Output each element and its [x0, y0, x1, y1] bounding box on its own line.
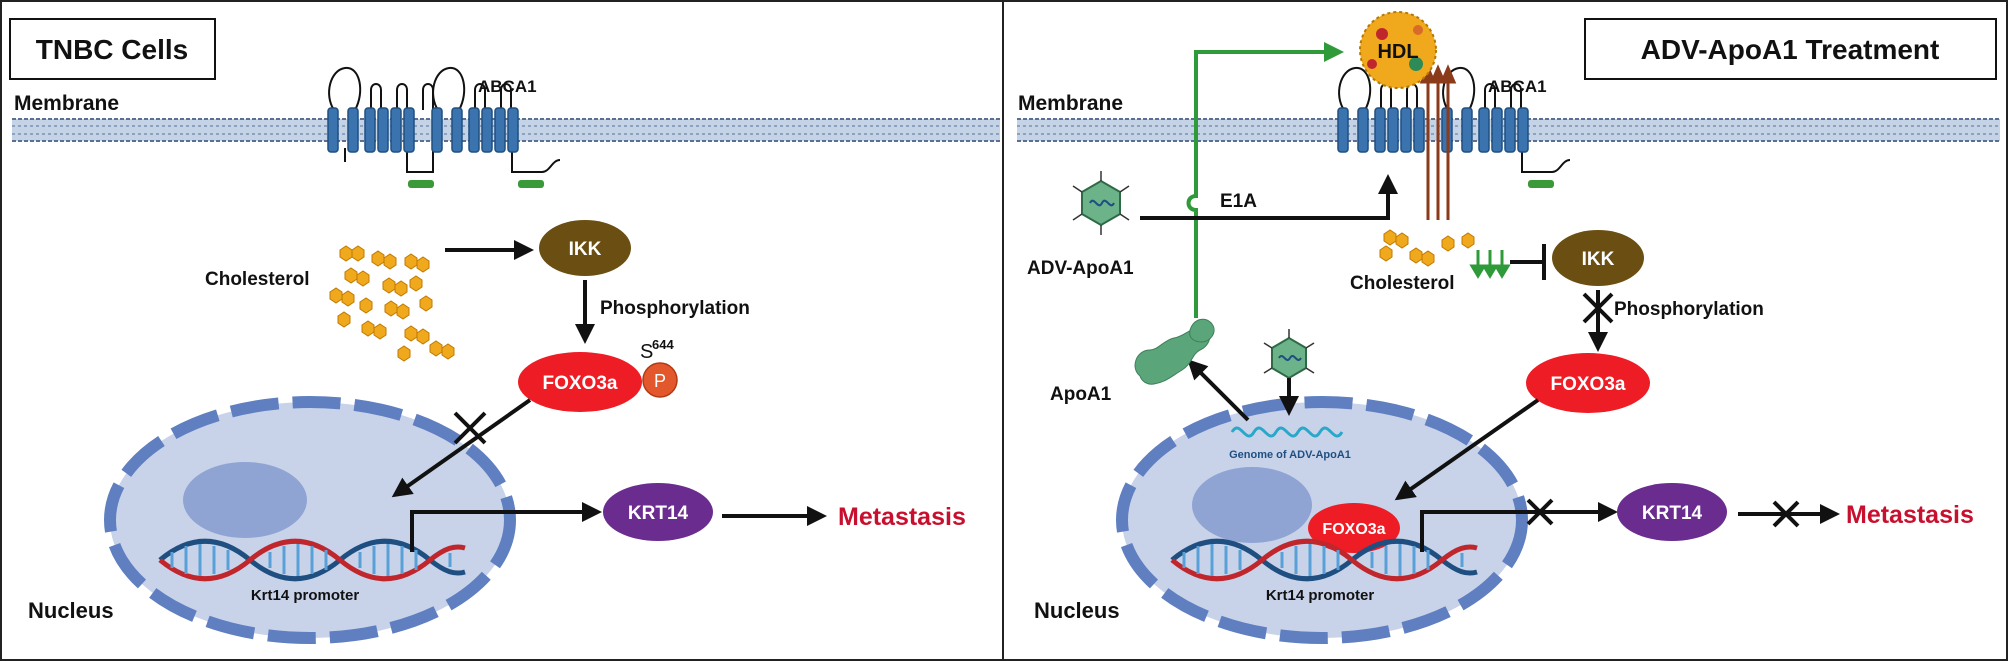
- right-abca1-transporter: [1338, 66, 1571, 173]
- left-abca1-nbd2: [518, 180, 544, 188]
- left-abca1-nbd1: [408, 180, 434, 188]
- right-block-x-1: [1582, 292, 1614, 324]
- right-membrane-label: Membrane: [1018, 92, 1123, 115]
- right-nuclear-envelope: [1116, 396, 1528, 644]
- left-abca1-transporter: [328, 66, 561, 173]
- right-panel: ADV-ApoA1 Treatment Membrane: [1017, 11, 2000, 644]
- right-foxo3a-label: FOXO3a: [1551, 374, 1626, 395]
- left-nucleus-label: Nucleus: [28, 598, 114, 623]
- left-foxo3a-label: FOXO3a: [543, 373, 618, 394]
- left-abca1-helices: [327, 107, 519, 153]
- right-ikk-label: IKK: [1582, 249, 1615, 270]
- right-cholesterol-cluster: [1379, 229, 1475, 267]
- left-krt14-label: KRT14: [628, 503, 689, 524]
- right-abca1-nbd: [1528, 180, 1554, 188]
- right-apoa1-hdl-arrow: [1186, 42, 1344, 318]
- left-block-x-1: [453, 411, 487, 445]
- left-dna-helix: [158, 538, 466, 582]
- right-metastasis-label: Metastasis: [1846, 501, 1974, 529]
- left-metastasis-label: Metastasis: [838, 503, 966, 531]
- right-genome-apoa1-arrow: [1187, 359, 1250, 422]
- left-panel: TNBC Cells Membrane: [9, 18, 1000, 644]
- right-panel-title: ADV-ApoA1 Treatment: [1641, 34, 1940, 65]
- right-foxo3a-node: [1526, 353, 1650, 413]
- right-abca1-label: ABCA1: [1488, 77, 1547, 96]
- left-s644-number: 644: [652, 337, 674, 352]
- left-nucleolus: [183, 462, 307, 538]
- right-ikk-node: [1552, 230, 1644, 286]
- left-ikk-node: [539, 220, 631, 276]
- right-nuclear-foxo3a-label: FOXO3a: [1322, 521, 1385, 538]
- right-block-x-2: [1526, 498, 1554, 526]
- right-foxo3a-nucleus-arrow: [1394, 398, 1540, 501]
- left-abca1-label: ABCA1: [478, 77, 537, 96]
- left-cholesterol-label: Cholesterol: [205, 269, 310, 290]
- right-phosphorylation-label: Phosphorylation: [1614, 299, 1764, 320]
- left-phospho-circle: [642, 362, 678, 398]
- right-viral-genome-coil: [1230, 426, 1344, 438]
- left-foxo3a-nucleus-arrow: [391, 398, 532, 498]
- left-ikk-label: IKK: [569, 239, 602, 260]
- right-hdl-particle: [1359, 11, 1437, 89]
- right-adv-label: ADV-ApoA1: [1027, 258, 1134, 279]
- right-e1a-arrow: [1140, 174, 1398, 220]
- right-abca1-helices: [1337, 107, 1529, 153]
- right-krt14-node: [1617, 483, 1727, 541]
- right-title-box: [1584, 18, 1997, 80]
- right-adv-virus-2: [1263, 329, 1315, 380]
- left-promoter-krt14-arrow: [410, 502, 602, 552]
- left-cholesterol-cluster: [329, 245, 455, 362]
- left-title-box: [9, 18, 216, 80]
- right-genome-label: Genome of ADV-ApoA1: [1229, 449, 1351, 461]
- left-promoter-label: Krt14 promoter: [251, 587, 360, 604]
- left-nuclear-envelope: [104, 396, 516, 644]
- right-block-x-3: [1772, 500, 1800, 528]
- right-nuclear-foxo3a-node: [1308, 503, 1400, 553]
- left-phosphorylation-label: Phosphorylation: [600, 298, 750, 319]
- right-krt14-label: KRT14: [1642, 503, 1703, 524]
- left-krt14-node: [603, 483, 713, 541]
- right-nucleolus: [1192, 467, 1312, 543]
- right-promoter-krt14-arrow: [1420, 502, 1618, 552]
- right-promoter-label: Krt14 promoter: [1266, 587, 1375, 604]
- right-adv-virus: [1072, 171, 1130, 235]
- right-e1a-label: E1A: [1220, 191, 1257, 212]
- right-apoa1-label: ApoA1: [1050, 384, 1112, 405]
- right-cholesterol-label: Cholesterol: [1350, 273, 1455, 294]
- left-panel-title: TNBC Cells: [36, 34, 188, 65]
- right-hdl-label: HDL: [1377, 41, 1418, 63]
- left-s644-letter: S: [640, 341, 653, 363]
- left-membrane: [12, 118, 1000, 142]
- right-efflux-arrows: [1419, 64, 1457, 220]
- right-dna-helix: [1170, 538, 1478, 582]
- right-ikk-inhibition: [1510, 244, 1546, 280]
- right-apoa1-protein: [1134, 318, 1215, 385]
- left-foxo3a-node: [518, 352, 642, 412]
- right-decrease-arrows: [1469, 250, 1511, 279]
- right-nucleus-label: Nucleus: [1034, 598, 1120, 623]
- left-phospho-label: P: [654, 371, 666, 391]
- left-membrane-label: Membrane: [14, 92, 119, 115]
